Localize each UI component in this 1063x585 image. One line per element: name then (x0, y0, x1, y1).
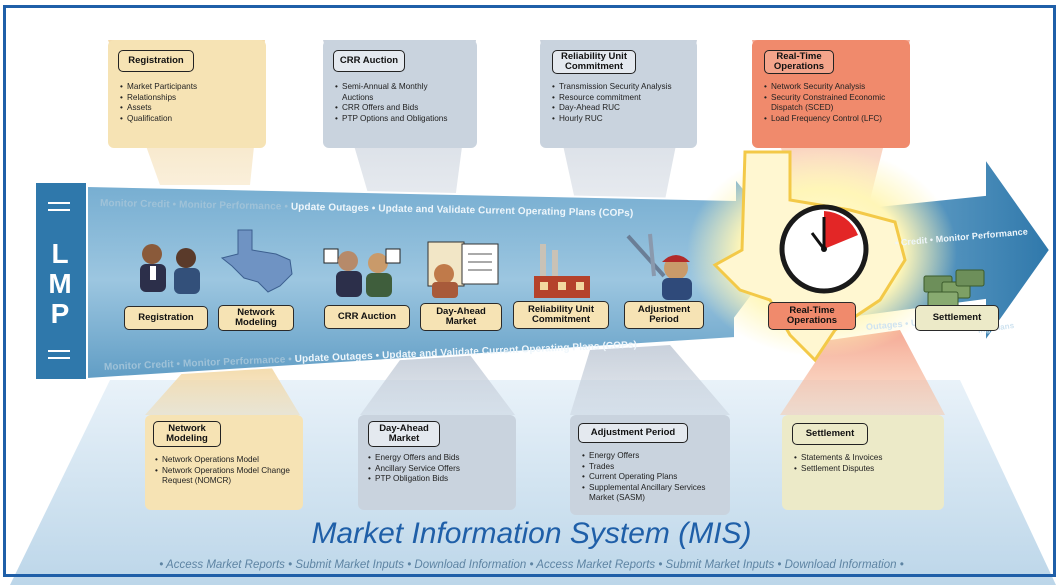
lmp-label: L M P (35, 190, 85, 370)
step-real-time-operations: Real-Time Operations (768, 302, 856, 330)
list-item: Settlement Disputes (794, 464, 938, 475)
list-item: Qualification (120, 114, 260, 125)
lmp-bar (48, 357, 70, 359)
bidders-icon (323, 248, 401, 297)
panel-list: Network Security Analysis Security Const… (764, 82, 906, 124)
lmp-tab (34, 181, 88, 381)
beam-adjustment (570, 345, 730, 415)
list-item: Statements & Invoices (794, 453, 938, 464)
panel-adjustment-period: Adjustment Period Energy Offers Trades C… (570, 415, 730, 515)
panel-reliability-unit-commitment: Reliability Unit Commitment Transmission… (540, 40, 697, 148)
mis-subtitle: • Access Market Reports • Submit Market … (159, 559, 904, 571)
list-item: Network Security Analysis (764, 82, 906, 93)
list-item: Market Participants (120, 82, 260, 93)
panel-title: Network Modeling (153, 421, 221, 447)
panel-title: Day-Ahead Market (368, 421, 440, 447)
panel-list: Network Operations Model Network Operati… (155, 455, 299, 487)
list-item: Day-Ahead RUC (552, 103, 694, 114)
step-reliability-unit-commitment: Reliability Unit Commitment (513, 301, 609, 329)
money-stack-icon (923, 269, 985, 309)
panel-title: Registration (118, 50, 194, 72)
beam-dam (360, 355, 515, 415)
mis-title: Market Information System (MIS) (311, 517, 752, 550)
list-item: Network Operations Model Change Request … (155, 466, 299, 487)
list-item: Semi-Annual & Monthly Auctions (335, 82, 442, 103)
lmp-letter: P (50, 298, 70, 329)
clock-icon (779, 204, 869, 294)
step-settlement: Settlement (915, 305, 999, 331)
panel-list: Semi-Annual & Monthly Auctions CRR Offer… (335, 82, 471, 124)
step-crr-auction: CRR Auction (324, 305, 410, 329)
panel-list: Statements & Invoices Settlement Dispute… (794, 453, 938, 474)
lmp-bar (48, 202, 70, 204)
list-item: Ancillary Service Offers (368, 464, 512, 475)
list-item: Network Operations Model (155, 455, 299, 466)
lmp-bar (48, 209, 70, 211)
panel-registration: Registration Market Participants Relatio… (108, 40, 266, 148)
calendar-icon (427, 241, 499, 298)
list-item: PTP Options and Obligations (335, 114, 471, 125)
list-item: Resource commitment (552, 93, 694, 104)
outer-frame (3, 5, 1056, 577)
panel-title: Adjustment Period (578, 423, 688, 443)
step-registration: Registration (124, 306, 208, 330)
texas-map-icon (220, 229, 293, 293)
lmp-letter: M (48, 268, 72, 299)
panel-day-ahead-market: Day-Ahead Market Energy Offers and Bids … (358, 415, 516, 510)
list-item: Load Frequency Control (LFC) (764, 114, 906, 125)
panel-network-modeling: Network Modeling Network Operations Mode… (145, 415, 303, 510)
step-day-ahead-market: Day-Ahead Market (420, 303, 502, 331)
people-icon (140, 244, 200, 294)
beam-settlement (780, 330, 945, 415)
list-item: Supplemental Ancillary Services Market (… (582, 483, 726, 504)
list-item: Hourly RUC (552, 114, 694, 125)
list-item: Energy Offers (582, 451, 726, 462)
panel-title: CRR Auction (333, 50, 405, 72)
panel-title: Real-Time Operations (764, 50, 834, 74)
lmp-letter: L (51, 238, 69, 269)
panel-list: Market Participants Relationships Assets… (120, 82, 260, 124)
panel-list: Energy Offers Trades Current Operating P… (582, 451, 726, 504)
list-item: Energy Offers and Bids (368, 453, 512, 464)
list-item: Assets (120, 103, 260, 114)
panel-title: Settlement (792, 423, 868, 445)
list-item: CRR Offers and Bids (335, 103, 471, 114)
worker-tools-icon (626, 233, 692, 300)
list-item: Relationships (120, 93, 260, 104)
panel-settlement: Settlement Statements & Invoices Settlem… (782, 415, 944, 510)
panel-real-time-operations: Real-Time Operations Network Security An… (752, 40, 910, 148)
panel-title: Reliability Unit Commitment (552, 50, 636, 74)
panel-list: Transmission Security Analysis Resource … (552, 82, 694, 124)
power-plant-icon (534, 244, 590, 298)
list-item: Transmission Security Analysis (552, 82, 694, 93)
panel-list: Energy Offers and Bids Ancillary Service… (368, 453, 512, 485)
lmp-bar (48, 350, 70, 352)
list-item: Trades (582, 462, 726, 473)
step-network-modeling: Network Modeling (218, 305, 294, 331)
beam-network (145, 365, 300, 415)
list-item: PTP Obligation Bids (368, 474, 512, 485)
panel-crr-auction: CRR Auction Semi-Annual & Monthly Auctio… (323, 40, 477, 148)
list-item: Security Constrained Economic Dispatch (… (764, 93, 906, 114)
list-item: Current Operating Plans (582, 472, 726, 483)
step-adjustment-period: Adjustment Period (624, 301, 704, 329)
